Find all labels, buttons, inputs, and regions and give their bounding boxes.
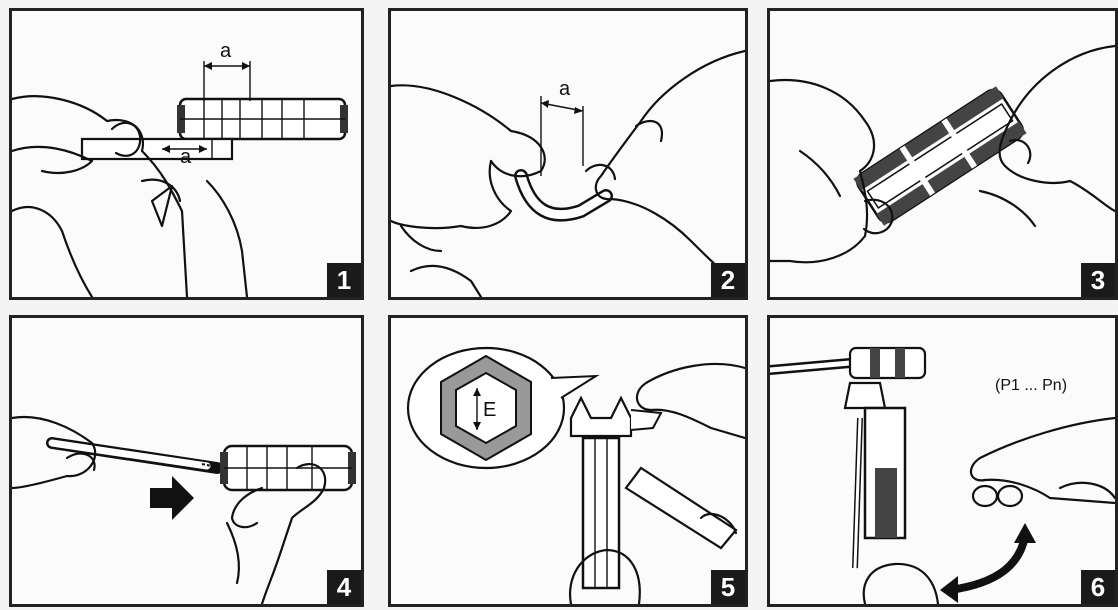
step-4-illustration	[12, 318, 361, 604]
step-panel-2: a 2	[388, 8, 748, 300]
step-number-badge: 1	[327, 263, 361, 297]
step-2-illustration: a	[391, 11, 745, 297]
step-number-badge: 4	[327, 570, 361, 604]
step-6-illustration: (P1 ... Pn)	[770, 318, 1115, 604]
curved-arrow-icon	[940, 576, 958, 603]
dimension-label-top: a	[559, 78, 571, 100]
step-panel-5: E 5	[388, 315, 748, 607]
step-panel-3: 3	[767, 8, 1118, 300]
step-number-badge: 6	[1081, 570, 1115, 604]
pressure-label: (P1 ... Pn)	[995, 377, 1067, 394]
step-number-badge: 2	[711, 263, 745, 297]
step-panel-1: a a 1	[9, 8, 364, 300]
step-panel-6: (P1 ... Pn) 6	[767, 315, 1118, 607]
step-panel-4: 4	[9, 315, 364, 607]
hex-dimension-label: E	[483, 399, 496, 421]
dimension-label-side: a	[180, 146, 192, 168]
step-1-illustration: a a	[12, 11, 361, 297]
dimension-label-top: a	[220, 40, 232, 62]
arrow-right-icon	[150, 476, 194, 520]
step-number-badge: 5	[711, 570, 745, 604]
step-5-illustration: E	[391, 318, 745, 604]
step-number-badge: 3	[1081, 263, 1115, 297]
step-3-illustration	[770, 11, 1115, 297]
